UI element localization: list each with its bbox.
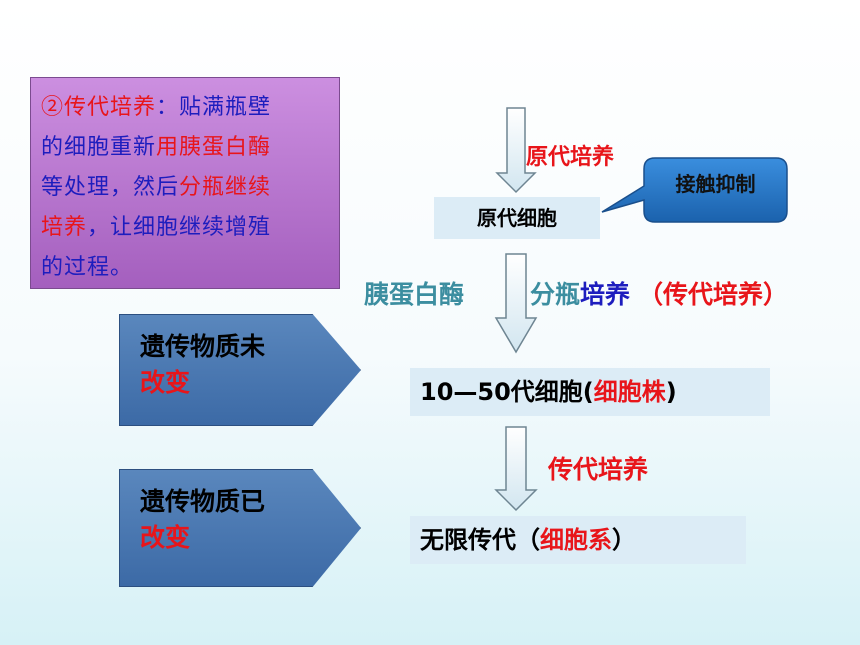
culture-text: 培养 — [580, 280, 631, 309]
info-trypsin-text: 用胰蛋白酶 — [156, 135, 272, 160]
cell-strain-name: 细胞株 — [593, 378, 666, 406]
info-term: ②传代培养 — [41, 95, 157, 120]
step-passage-culture-label: 传代培养 — [548, 455, 649, 484]
passage-step-label: 分瓶培养（传代培养） — [530, 275, 788, 311]
info-text: 等处理，然后 — [41, 175, 180, 200]
info-line-5: 的过程。 — [41, 248, 331, 288]
trypsin-label: 胰蛋白酶 — [364, 280, 465, 309]
cell-line-box: 无限传代（细胞系） — [410, 516, 746, 564]
info-culture-text: 培养 — [41, 215, 88, 240]
callout-bubble — [601, 157, 788, 223]
down-arrow-3 — [494, 426, 538, 512]
cell-strain-box: 10—50代细胞(细胞株) — [410, 368, 770, 416]
info-text: 的细胞重新 — [41, 135, 157, 160]
genetic-changed-pentagon: 遗传物质已 改变 — [119, 469, 361, 587]
genetic-unchanged-pentagon: 遗传物质未 改变 — [119, 314, 361, 426]
passage-culture-definition-box: ②传代培养：贴满瓶壁 的细胞重新用胰蛋白酶 等处理，然后分瓶继续 培养，让细胞继… — [30, 77, 340, 289]
info-line-1: ②传代培养：贴满瓶壁 — [41, 88, 331, 128]
pentagon-changed-text: 改变 — [140, 523, 191, 552]
info-text: ：贴满瓶壁 — [156, 95, 272, 120]
info-line-2: 的细胞重新用胰蛋白酶 — [41, 128, 331, 168]
passage-culture-text: （传代培养） — [638, 280, 789, 309]
line-suffix: ） — [612, 526, 636, 554]
pentagon-text: 遗传物质未 — [140, 332, 266, 361]
pentagon-changed-text: 改变 — [140, 368, 191, 397]
split-text: 分瓶 — [530, 280, 581, 309]
cell-line-name: 细胞系 — [540, 526, 612, 554]
info-line-4: 培养，让细胞继续增殖 — [41, 208, 331, 248]
info-line-3: 等处理，然后分瓶继续 — [41, 168, 331, 208]
line-prefix: 无限传代（ — [420, 526, 540, 554]
primary-cells-box: 原代细胞 — [434, 197, 600, 239]
step-primary-culture-label: 原代培养 — [526, 145, 615, 170]
pentagon-text: 遗传物质已 — [140, 487, 266, 516]
info-text: ，让细胞继续增殖 — [87, 215, 272, 240]
strain-prefix: 10—50代细胞( — [420, 378, 594, 406]
down-arrow-2 — [494, 253, 538, 354]
info-split-text: 分瓶继续 — [179, 175, 272, 200]
contact-inhibition-callout: 接触抑制 — [675, 172, 756, 196]
strain-suffix: ) — [665, 378, 677, 406]
down-arrow-1 — [495, 107, 537, 194]
info-text: 的过程。 — [41, 255, 134, 280]
